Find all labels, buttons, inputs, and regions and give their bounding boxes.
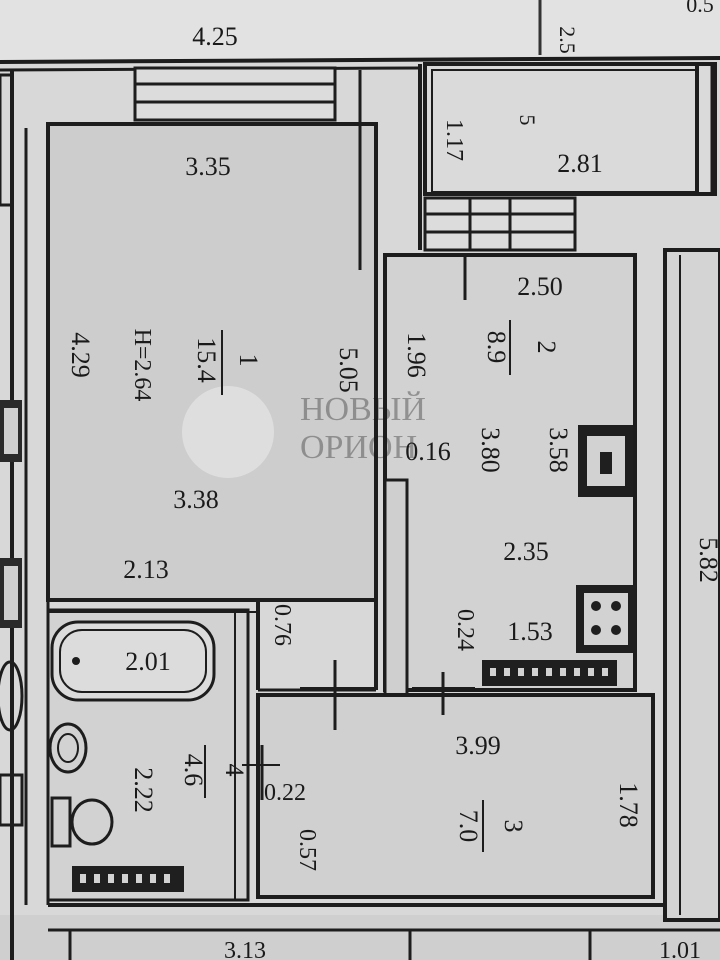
watermark: НОВЫЙ ОРИОН xyxy=(182,386,426,478)
dim-room1-bottom: 2.13 xyxy=(123,555,169,584)
watermark-line2: ОРИОН xyxy=(300,429,417,466)
sink-icon xyxy=(578,425,633,497)
window-room1 xyxy=(133,66,337,122)
dim-bottom-right: 1.01 xyxy=(659,938,701,960)
dim-top-stair: 2.5 xyxy=(555,26,580,54)
stove-icon xyxy=(576,585,636,653)
room-1-id: 1 xyxy=(234,354,263,367)
dim-hall-top: 3.99 xyxy=(455,731,501,760)
dim-room1-notch: 0.76 xyxy=(269,604,295,646)
dim-bath-tub: 2.01 xyxy=(125,647,171,676)
right-neighbor-wall xyxy=(663,248,720,922)
room-2-area: 8.9 xyxy=(482,331,511,364)
dim-top-right: 0.5 xyxy=(686,0,714,17)
dim-hall-b: 0.57 xyxy=(294,829,320,871)
top-margin-area xyxy=(0,0,720,60)
dim-kitchen-left: 1.96 xyxy=(402,332,431,378)
dim-kitchen-small: 0.24 xyxy=(452,609,478,651)
left-edge-window xyxy=(0,73,14,207)
neighbor-fixture xyxy=(0,660,24,732)
dim-balcony-depth: 1.17 xyxy=(441,119,467,161)
dim-room1-mid: 3.38 xyxy=(173,485,219,514)
dim-kitchen-right: 3.58 xyxy=(544,427,573,473)
room-5-balcony xyxy=(423,62,717,196)
dim-balcony-width: 2.81 xyxy=(557,149,603,178)
bathtub-icon xyxy=(50,620,216,702)
room-4-id: 4 xyxy=(220,764,249,777)
room-5-id: 5 xyxy=(515,115,540,126)
dim-kitchen-mid: 3.80 xyxy=(476,427,505,473)
watermark-line1: НОВЫЙ xyxy=(300,391,426,428)
radiator xyxy=(72,866,184,892)
dim-hall-a: 0.22 xyxy=(264,780,306,806)
room-1 xyxy=(46,122,378,602)
room-2-id: 2 xyxy=(532,341,561,354)
room-4-area: 4.6 xyxy=(179,754,208,787)
window-kitchen xyxy=(423,196,577,252)
dim-bottom-left: 3.13 xyxy=(224,938,266,960)
outer-wall-top xyxy=(0,56,720,64)
dim-room1-right: 5.05 xyxy=(334,347,363,393)
room-1-height: H=2.64 xyxy=(129,329,155,402)
dim-bath-side: 2.22 xyxy=(129,767,158,813)
dim-right-side: 5.82 xyxy=(694,537,720,583)
kitchen-niche xyxy=(383,478,409,697)
washbasin-icon xyxy=(48,722,88,774)
room-3-hall xyxy=(256,693,655,899)
dim-kitchen-stove: 1.53 xyxy=(507,617,553,646)
dim-room1-left: 4.29 xyxy=(66,332,95,378)
room-3-area: 7.0 xyxy=(454,810,483,843)
dim-kitchen-top: 2.50 xyxy=(517,272,563,301)
dim-hall-right: 1.78 xyxy=(614,782,643,828)
dim-kitchen-lower: 2.35 xyxy=(503,537,549,566)
dim-top-left: 4.25 xyxy=(192,22,238,51)
room-1-area: 15.4 xyxy=(192,337,221,383)
dim-room1-top: 3.35 xyxy=(185,152,231,181)
toilet-icon xyxy=(50,796,114,848)
kitchen-counter xyxy=(482,660,617,686)
room-3-id: 3 xyxy=(499,820,528,833)
bottom-neighbor-area xyxy=(0,915,720,960)
dim-kitchen-niche: 0.16 xyxy=(405,437,451,466)
